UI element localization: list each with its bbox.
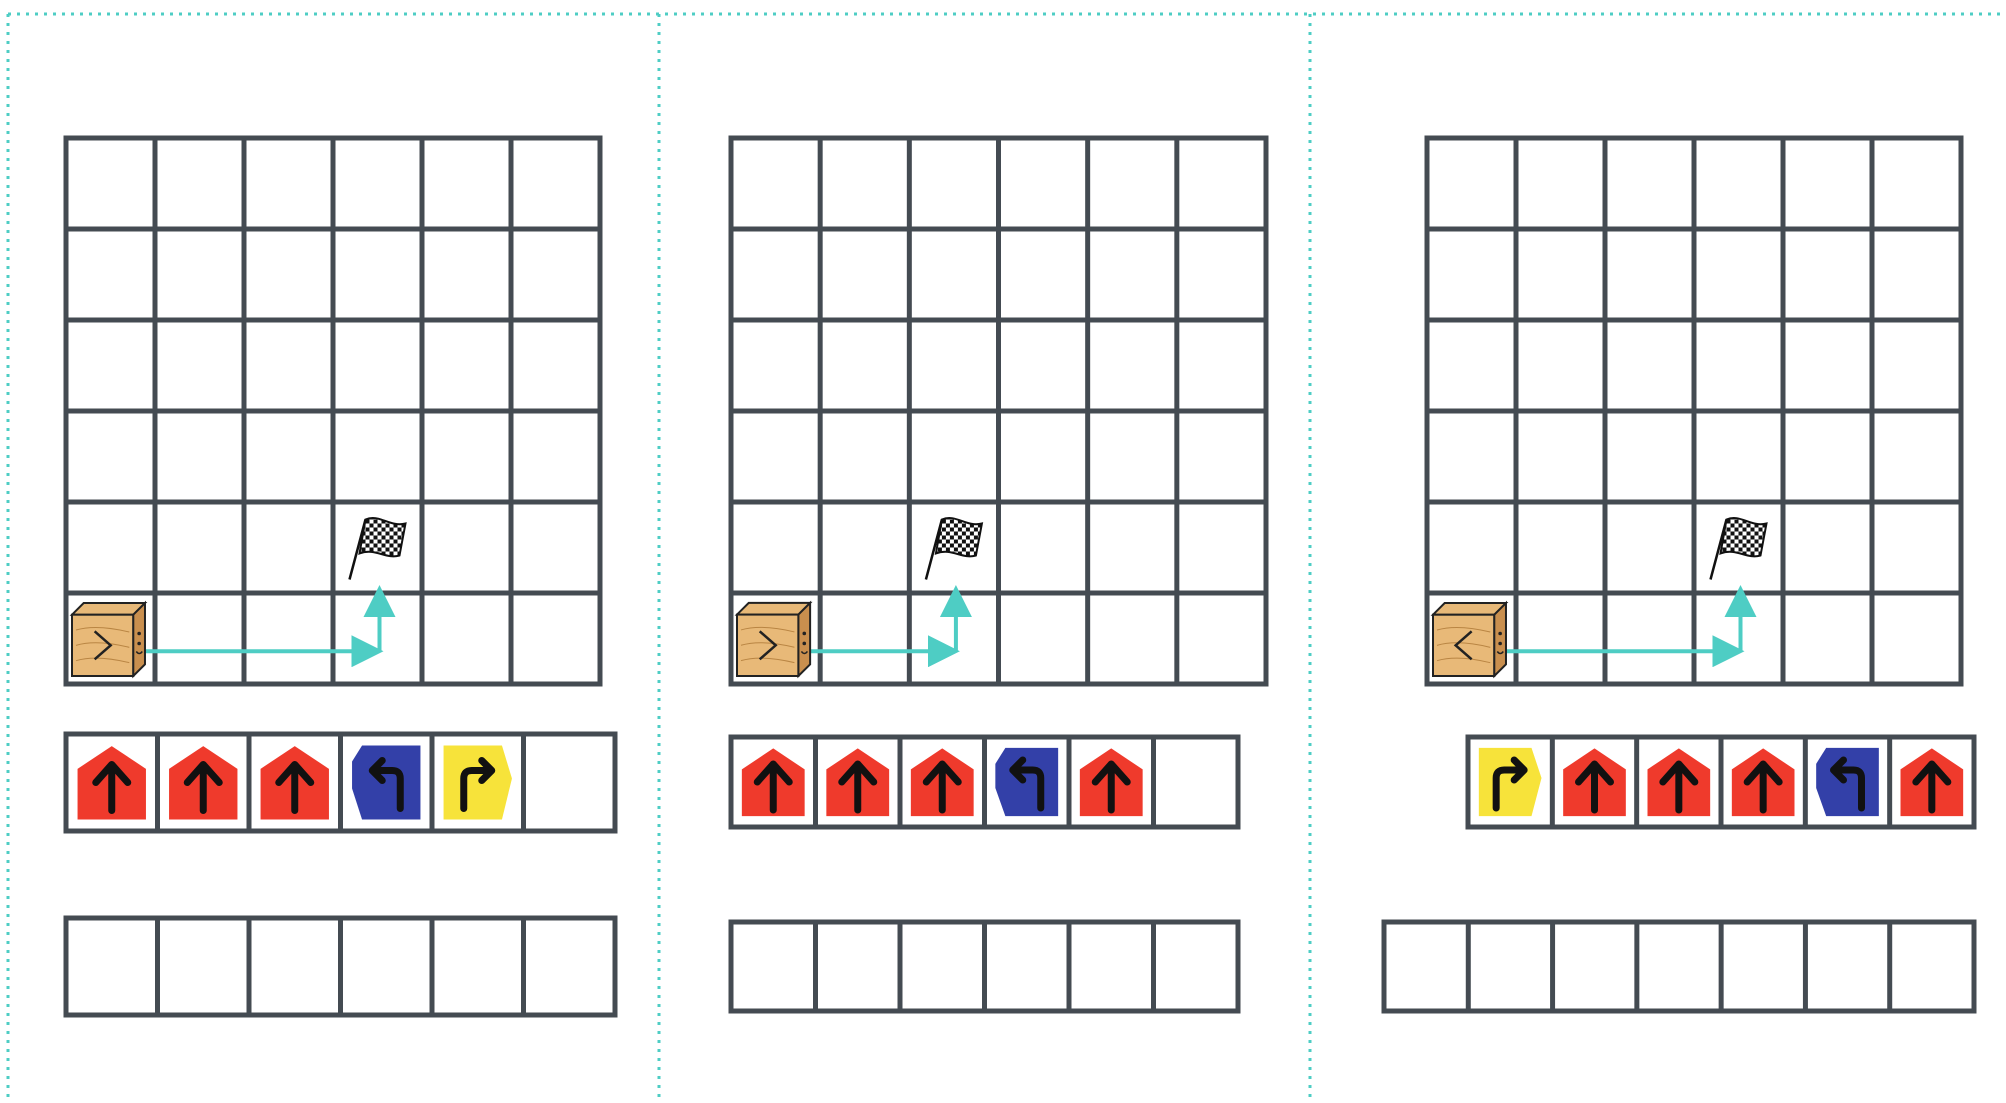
empty-slot[interactable]: [524, 734, 616, 831]
command-slot[interactable]: [1069, 737, 1154, 827]
slot-hitbox[interactable]: [1637, 922, 1721, 1011]
slot-hitbox[interactable]: [1069, 922, 1154, 1011]
empty-slot[interactable]: [1805, 922, 1889, 1011]
empty-slot[interactable]: [731, 922, 816, 1011]
empty-slot[interactable]: [1890, 922, 1974, 1011]
command-slot[interactable]: [66, 734, 158, 831]
slot-hitbox[interactable]: [1154, 922, 1239, 1011]
slot-hitbox[interactable]: [1154, 737, 1239, 827]
command-slot[interactable]: [900, 737, 985, 827]
command-slot[interactable]: [816, 737, 901, 827]
command-slot[interactable]: [1552, 737, 1636, 827]
robot-cube-icon[interactable]: [1433, 603, 1506, 676]
empty-slot[interactable]: [1637, 922, 1721, 1011]
empty-slot[interactable]: [1721, 922, 1805, 1011]
empty-slot[interactable]: [1384, 922, 1468, 1011]
empty-slot[interactable]: [341, 918, 433, 1015]
empty-slot[interactable]: [985, 922, 1070, 1011]
slot-hitbox[interactable]: [985, 922, 1070, 1011]
turn-right-card-shape: [444, 746, 512, 820]
command-slot[interactable]: [432, 734, 524, 831]
empty-slot[interactable]: [1468, 922, 1552, 1011]
flag-cloth: [360, 518, 406, 556]
robot-side-face: [798, 603, 810, 676]
slot-hitbox[interactable]: [1890, 922, 1974, 1011]
command-slot[interactable]: [985, 737, 1070, 827]
robot-eye: [137, 642, 141, 646]
command-slot[interactable]: [731, 737, 816, 827]
robot-front-face: [737, 615, 798, 676]
turn-left-card-shape: [995, 748, 1058, 816]
turn-left-card-shape: [352, 746, 420, 820]
empty-slot[interactable]: [249, 918, 341, 1015]
command-slot[interactable]: [158, 734, 250, 831]
empty-slot[interactable]: [524, 918, 616, 1015]
robot-eye: [137, 632, 141, 636]
program-strip: [1468, 737, 1974, 827]
slot-hitbox[interactable]: [341, 918, 433, 1015]
puzzle-panel: [731, 138, 1266, 1011]
robot-eye: [1498, 632, 1502, 636]
empty-slot[interactable]: [158, 918, 250, 1015]
slot-hitbox[interactable]: [1805, 922, 1889, 1011]
slot-hitbox[interactable]: [900, 922, 985, 1011]
program-strip: [66, 734, 615, 831]
slot-hitbox[interactable]: [524, 918, 616, 1015]
slot-hitbox[interactable]: [158, 918, 250, 1015]
empty-slot[interactable]: [1553, 922, 1637, 1011]
robot-eye: [802, 632, 806, 636]
slot-hitbox[interactable]: [1553, 922, 1637, 1011]
robot-eye: [802, 642, 806, 646]
robot-side-face: [1494, 603, 1506, 676]
command-slot[interactable]: [1468, 737, 1552, 827]
flag-cloth: [936, 518, 982, 556]
slot-hitbox[interactable]: [1384, 922, 1468, 1011]
answer-strip: [1384, 922, 1974, 1011]
robot-side-face: [133, 603, 145, 676]
flag-cloth: [1721, 518, 1767, 556]
command-slot[interactable]: [1805, 737, 1889, 827]
empty-slot[interactable]: [66, 918, 158, 1015]
command-slot[interactable]: [1637, 737, 1721, 827]
robot-eye: [1498, 642, 1502, 646]
robot-front-face: [1433, 615, 1494, 676]
slot-hitbox[interactable]: [524, 734, 616, 831]
puzzle-panel: [66, 138, 615, 1015]
command-slot[interactable]: [341, 734, 433, 831]
empty-slot[interactable]: [816, 922, 901, 1011]
answer-strip: [66, 918, 615, 1015]
empty-slot[interactable]: [1154, 922, 1239, 1011]
program-strip: [731, 737, 1238, 827]
robot-cube-icon[interactable]: [72, 603, 145, 676]
command-slot[interactable]: [1890, 737, 1974, 827]
slot-hitbox[interactable]: [1468, 922, 1552, 1011]
answer-strip: [731, 922, 1238, 1011]
slot-hitbox[interactable]: [731, 922, 816, 1011]
game-board: [1427, 138, 1961, 684]
empty-slot[interactable]: [1069, 922, 1154, 1011]
robot-cube-icon[interactable]: [737, 603, 810, 676]
game-board: [731, 138, 1266, 684]
command-slot[interactable]: [1721, 737, 1805, 827]
command-slot[interactable]: [249, 734, 341, 831]
slot-hitbox[interactable]: [432, 918, 524, 1015]
slot-hitbox[interactable]: [249, 918, 341, 1015]
slot-hitbox[interactable]: [816, 922, 901, 1011]
turn-left-card-shape: [1816, 748, 1879, 816]
empty-slot[interactable]: [900, 922, 985, 1011]
game-board: [66, 138, 600, 684]
empty-slot[interactable]: [1154, 737, 1239, 827]
puzzle-panel: [1384, 138, 1974, 1011]
empty-slot[interactable]: [432, 918, 524, 1015]
robot-front-face: [72, 615, 133, 676]
slot-hitbox[interactable]: [66, 918, 158, 1015]
turn-right-card-shape: [1479, 748, 1542, 816]
slot-hitbox[interactable]: [1721, 922, 1805, 1011]
